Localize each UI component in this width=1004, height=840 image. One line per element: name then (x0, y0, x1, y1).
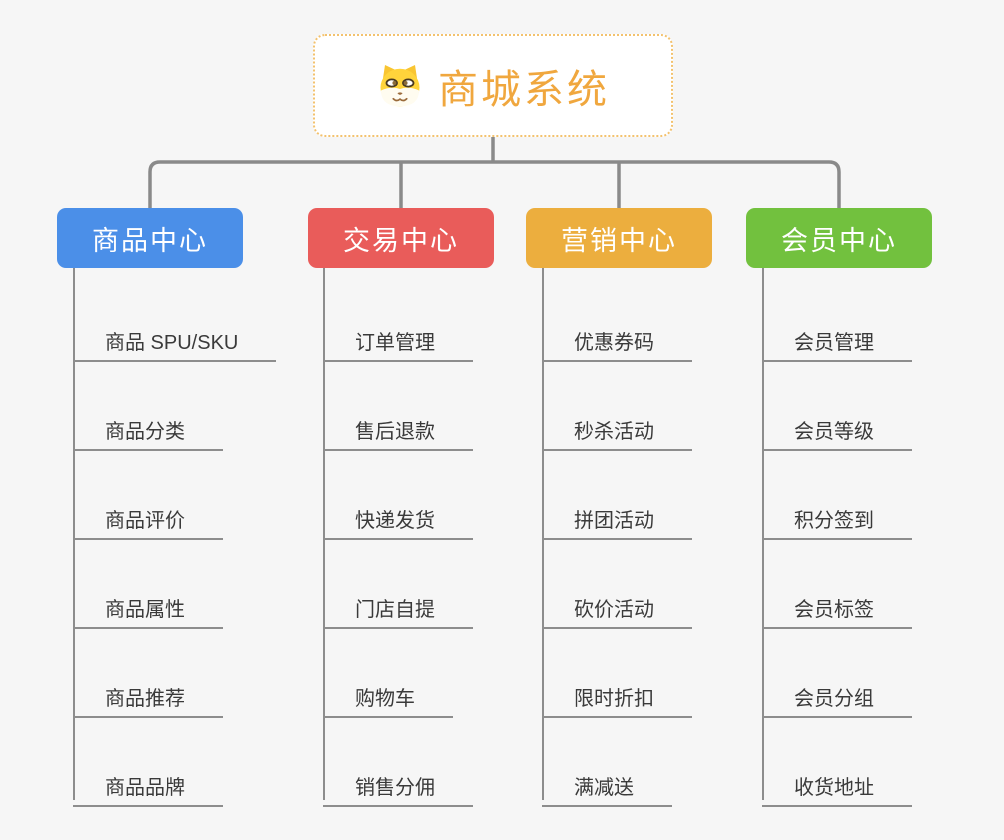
leaf-node[interactable]: 商品评价 (73, 487, 223, 540)
leaf-label: 收货地址 (794, 777, 874, 799)
leaf-label: 商品评价 (105, 510, 185, 532)
leaf-node[interactable]: 满减送 (542, 754, 672, 807)
leaf-label: 商品分类 (105, 421, 185, 443)
leaf-node[interactable]: 商品推荐 (73, 665, 223, 718)
column-connector-line (73, 268, 75, 800)
leaf-node[interactable]: 拼团活动 (542, 487, 692, 540)
column-connector-line (323, 268, 325, 800)
leaf-node[interactable]: 订单管理 (323, 309, 473, 362)
branch-node-2[interactable]: 交易中心 (308, 208, 494, 268)
leaf-label: 快递发货 (355, 510, 435, 532)
leaf-node[interactable]: 积分签到 (762, 487, 912, 540)
branch-node-3[interactable]: 营销中心 (526, 208, 712, 268)
leaf-label: 门店自提 (355, 599, 435, 621)
leaf-label: 商品品牌 (105, 777, 185, 799)
leaf-node[interactable]: 会员标签 (762, 576, 912, 629)
leaf-label: 秒杀活动 (574, 421, 654, 443)
leaf-label: 积分签到 (794, 510, 874, 532)
leaf-label: 会员管理 (794, 332, 874, 354)
leaf-label: 订单管理 (355, 332, 435, 354)
leaf-label: 优惠券码 (574, 332, 654, 354)
branch-node-4[interactable]: 会员中心 (746, 208, 932, 268)
leaf-label: 商品 SPU/SKU (105, 332, 239, 354)
column-connector-line (542, 268, 544, 800)
leaf-label: 限时折扣 (574, 688, 654, 710)
leaf-node[interactable]: 快递发货 (323, 487, 473, 540)
leaf-node[interactable]: 会员管理 (762, 309, 912, 362)
root-node[interactable]: 商城系统 (313, 34, 673, 137)
leaf-label: 会员分组 (794, 688, 874, 710)
leaf-node[interactable]: 商品 SPU/SKU (73, 309, 277, 362)
leaf-label: 砍价活动 (574, 599, 654, 621)
branch-label: 商品中心 (92, 225, 208, 256)
leaf-label: 销售分佣 (355, 777, 435, 799)
leaf-node[interactable]: 商品品牌 (73, 754, 223, 807)
root-title: 商城系统 (438, 67, 610, 112)
leaf-node[interactable]: 商品分类 (73, 398, 223, 451)
leaf-node[interactable]: 会员等级 (762, 398, 912, 451)
leaf-node[interactable]: 门店自提 (323, 576, 473, 629)
shiba-dog-icon (376, 63, 424, 109)
leaf-node[interactable]: 优惠券码 (542, 309, 692, 362)
column-connector-line (762, 268, 764, 800)
leaf-label: 会员等级 (794, 421, 874, 443)
leaf-label: 会员标签 (794, 599, 874, 621)
leaf-node[interactable]: 砍价活动 (542, 576, 692, 629)
branch-node-1[interactable]: 商品中心 (57, 208, 243, 268)
leaf-node[interactable]: 购物车 (323, 665, 453, 718)
leaf-node[interactable]: 销售分佣 (323, 754, 473, 807)
branch-label: 交易中心 (343, 225, 459, 256)
leaf-label: 购物车 (355, 688, 415, 710)
leaf-node[interactable]: 会员分组 (762, 665, 912, 718)
leaf-node[interactable]: 商品属性 (73, 576, 223, 629)
leaf-node[interactable]: 收货地址 (762, 754, 912, 807)
leaf-node[interactable]: 售后退款 (323, 398, 473, 451)
leaf-label: 商品推荐 (105, 688, 185, 710)
leaf-node[interactable]: 限时折扣 (542, 665, 692, 718)
leaf-label: 售后退款 (355, 421, 435, 443)
branch-label: 会员中心 (781, 225, 897, 256)
leaf-label: 拼团活动 (574, 510, 654, 532)
leaf-label: 商品属性 (105, 599, 185, 621)
leaf-label: 满减送 (574, 777, 634, 799)
branch-label: 营销中心 (561, 225, 677, 256)
leaf-node[interactable]: 秒杀活动 (542, 398, 692, 451)
